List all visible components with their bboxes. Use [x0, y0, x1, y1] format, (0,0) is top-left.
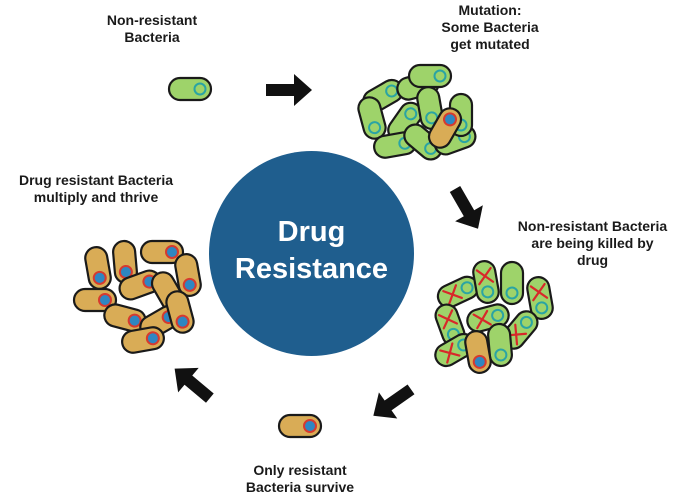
circle-title-line2: Resistance [234, 253, 389, 285]
arrow-down-icon [441, 180, 492, 237]
label-killed: Non-resistant Bacteria are being killed … [517, 218, 668, 268]
bacterium-icon [470, 258, 502, 306]
circle-title-line1: Drug [277, 216, 346, 248]
bacterium-icon [499, 260, 525, 306]
killed-cluster [430, 258, 556, 376]
thrive-cluster [72, 239, 204, 356]
bacterium-icon [82, 244, 114, 292]
label-non-resistant: Non-resistant Bacteria [106, 12, 198, 45]
label-survive: Only resistant Bacteria survive [245, 462, 355, 495]
arrow-right-icon [266, 74, 312, 106]
bacterium-icon [167, 76, 213, 102]
arrow-left-icon [164, 356, 221, 411]
mutation-cluster [354, 63, 480, 166]
label-mutation: Mutation: Some Bacteria get mutated [441, 2, 539, 52]
bacterium-icon [407, 63, 453, 89]
bacterium-icon [277, 413, 323, 439]
label-thrive: Drug resistant Bacteria multiply and thr… [18, 172, 174, 205]
arrow-down-left-icon [364, 376, 421, 429]
drug-resistance-circle [209, 151, 414, 356]
